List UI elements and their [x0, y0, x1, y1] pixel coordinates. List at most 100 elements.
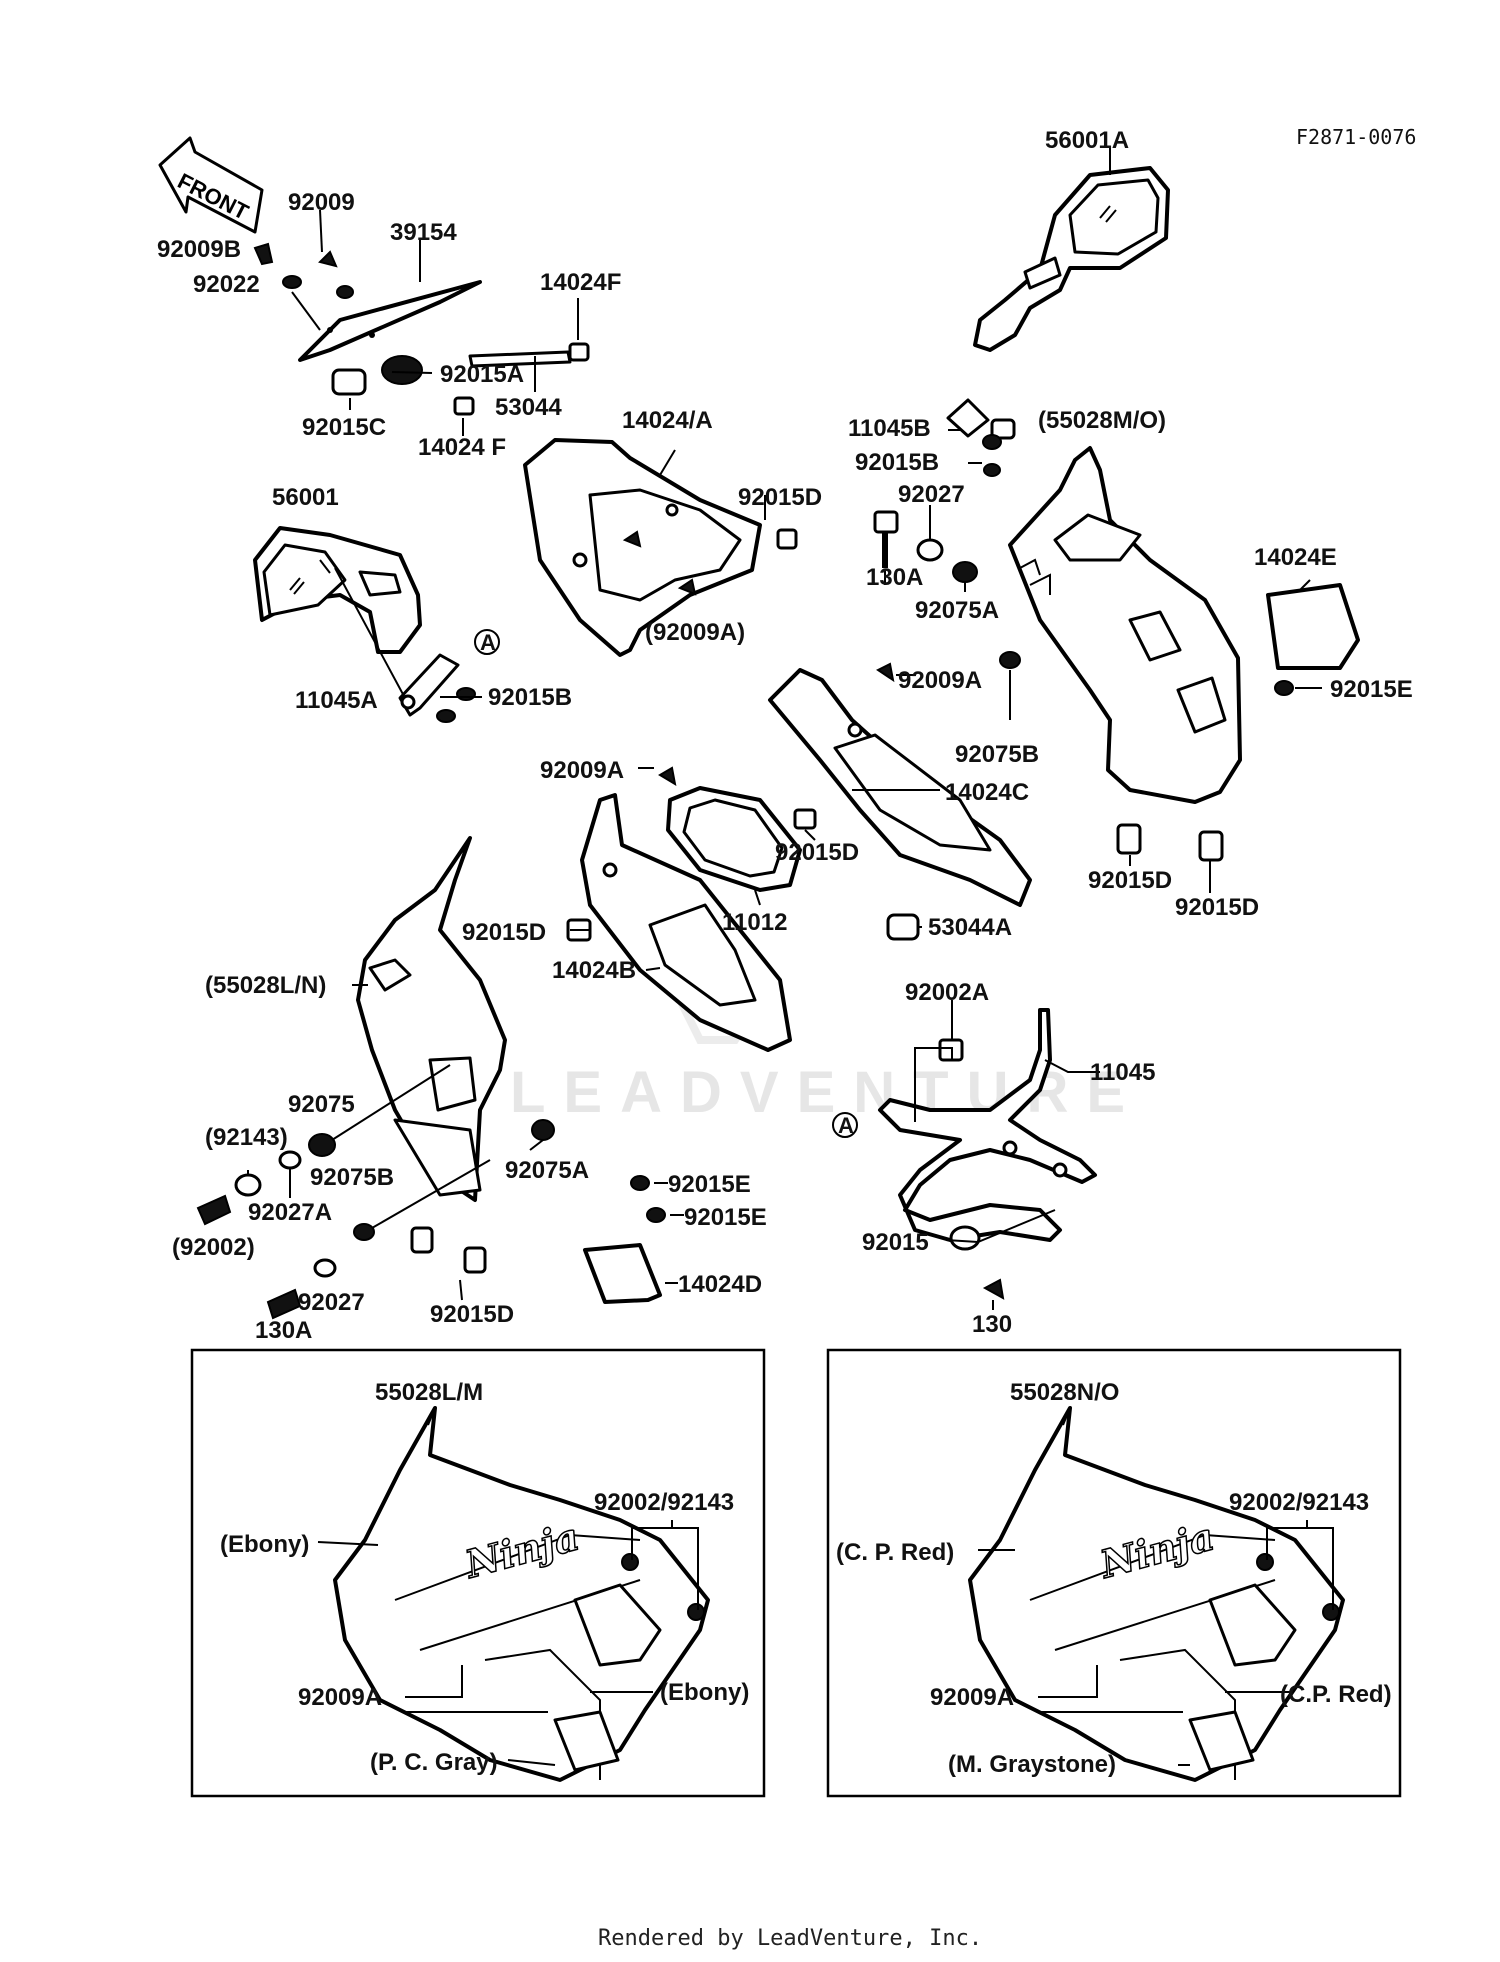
inset-left-color-upper: (Ebony)	[220, 1531, 309, 1558]
windshield-trim-39154	[298, 280, 482, 362]
callout-14024F-top: 14024F	[540, 269, 621, 296]
screw-92009	[318, 250, 338, 268]
callout-14024F-bottom: 14024 F	[418, 434, 506, 461]
bracket-11045B	[990, 418, 1016, 440]
ref-A-circle-1	[474, 629, 500, 655]
bolt-130	[982, 1278, 1005, 1300]
callout-55028LN: (55028L/N)	[205, 972, 326, 999]
screw-92009A-p	[677, 578, 697, 596]
side-fairing-55028MO	[1008, 446, 1242, 804]
footer-credit: Rendered by LeadVenture, Inc.	[598, 1926, 982, 1951]
inset-left-fastener: 92002/92143	[594, 1489, 734, 1516]
callout-11012: 11012	[722, 909, 787, 936]
nut-92015E-a	[630, 1175, 650, 1191]
inset-right-bolt: 92009A	[930, 1684, 1014, 1711]
ref-A-label-2: A	[838, 1113, 854, 1138]
callout-92075A-r: 92075A	[915, 597, 999, 624]
callout-92015: 92015	[862, 1229, 929, 1256]
nut-92027-l	[313, 1258, 337, 1278]
leader-lines	[247, 148, 1322, 1310]
bolt-92002	[196, 1194, 232, 1226]
callout-92015D-b: 92015D	[462, 919, 546, 946]
callout-labels: 56001A 92009 39154 92009B 92022 92015A 1…	[157, 127, 1413, 1344]
rubber-92015A	[381, 355, 423, 385]
inset-left-color-lower: (P. C. Gray)	[370, 1749, 498, 1776]
callout-92015B-r: 92015B	[855, 449, 939, 476]
inset-right-part: 55028N/O	[1010, 1379, 1119, 1406]
inner-panel-14024C	[768, 668, 1032, 907]
clip-92015D-e	[1198, 830, 1224, 862]
rubber-92015C	[331, 368, 367, 396]
washer-92022	[282, 275, 302, 289]
bracket-11045A	[398, 653, 460, 717]
callout-92022: 92022	[193, 271, 260, 298]
callout-92027-l: 92027	[298, 1289, 365, 1316]
grommet-92075A-l	[531, 1119, 555, 1141]
callout-92075: 92075	[288, 1091, 355, 1118]
washer-92143	[234, 1173, 262, 1197]
rubber-92015	[949, 1225, 981, 1251]
clip-92015D-c	[793, 808, 817, 830]
grommet-92075B-l	[353, 1223, 375, 1241]
callout-11045: 11045	[1090, 1059, 1155, 1086]
inset-left-part: 55028L/M	[375, 1379, 483, 1406]
callout-56001: 56001	[272, 484, 339, 511]
clip-14024F-top	[568, 342, 590, 362]
seal-53044A	[886, 913, 920, 941]
callout-92015C: 92015C	[302, 414, 386, 441]
callout-92015A: 92015A	[440, 361, 524, 388]
clip-92015D-f1	[410, 1226, 434, 1254]
callout-92143-paren: (92143)	[205, 1124, 288, 1151]
callout-14024D: 14024D	[678, 1271, 762, 1298]
inner-fairing-14024A	[523, 438, 762, 657]
callout-92015D-f: 92015D	[430, 1301, 514, 1328]
nut-92015E-r	[1274, 680, 1294, 696]
inset-left: Ninja 55028L/M 92002/92143 (Ebony) 92009…	[190, 1348, 766, 1798]
callout-92009A-r: 92009A	[898, 667, 982, 694]
callout-14024C: 14024C	[945, 779, 1029, 806]
inset-right-color-upper: (C. P. Red)	[836, 1539, 954, 1566]
nut-92027A	[278, 1150, 302, 1170]
callout-92015E-b: 92015E	[684, 1204, 767, 1231]
callout-92015D-a: 92015D	[738, 484, 822, 511]
bolt-130A-l	[266, 1288, 302, 1320]
callout-92075B-l: 92075B	[310, 1164, 394, 1191]
callout-14024B: 14024B	[552, 957, 636, 984]
callout-92027A: 92027A	[248, 1199, 332, 1226]
callout-14024A: 14024/A	[622, 407, 713, 434]
seal-53044	[468, 350, 572, 368]
stay-bracket-11045	[878, 1008, 1097, 1242]
side-fairing-55028LN	[356, 836, 507, 1202]
callout-53044A: 53044A	[928, 914, 1012, 941]
clip-14024F-bottom	[453, 396, 475, 416]
bolt-130A-r	[873, 510, 899, 534]
callout-92009B: 92009B	[157, 236, 241, 263]
callout-56001A: 56001A	[1045, 127, 1129, 154]
nut-11045B	[982, 434, 1002, 450]
clip-92015D-a	[776, 528, 798, 550]
callout-92009: 92009	[288, 189, 355, 216]
callout-92027-r: 92027	[898, 481, 965, 508]
callout-92075B-r: 92075B	[955, 741, 1039, 768]
grommet-92075B-r	[999, 651, 1021, 669]
diagram-code: F2871-0076	[1296, 125, 1416, 149]
callout-92015D-c: 92015D	[775, 839, 859, 866]
screw-92009B	[253, 242, 274, 266]
callout-92015D-d: 92015D	[1088, 867, 1172, 894]
mirror-56001	[253, 526, 422, 654]
callout-92015B-l: 92015B	[488, 684, 572, 711]
callout-92002A: 92002A	[905, 979, 989, 1006]
callout-55028MO: (55028M/O)	[1038, 407, 1166, 434]
callout-92002-paren: (92002)	[172, 1234, 255, 1261]
grommet-92009	[336, 285, 354, 299]
callout-14024E: 14024E	[1254, 544, 1337, 571]
callout-130A-l: 130A	[255, 1317, 312, 1344]
front-arrow-icon: FRONT	[158, 136, 264, 234]
panel-14024E	[1266, 583, 1360, 670]
link-92075A	[1029, 573, 1051, 595]
clip-92015D-d	[1116, 823, 1142, 855]
grommet-92075A-r	[952, 561, 978, 583]
nut-92015B-r	[983, 463, 1001, 477]
inset-left-bolt: 92009A	[298, 1684, 382, 1711]
